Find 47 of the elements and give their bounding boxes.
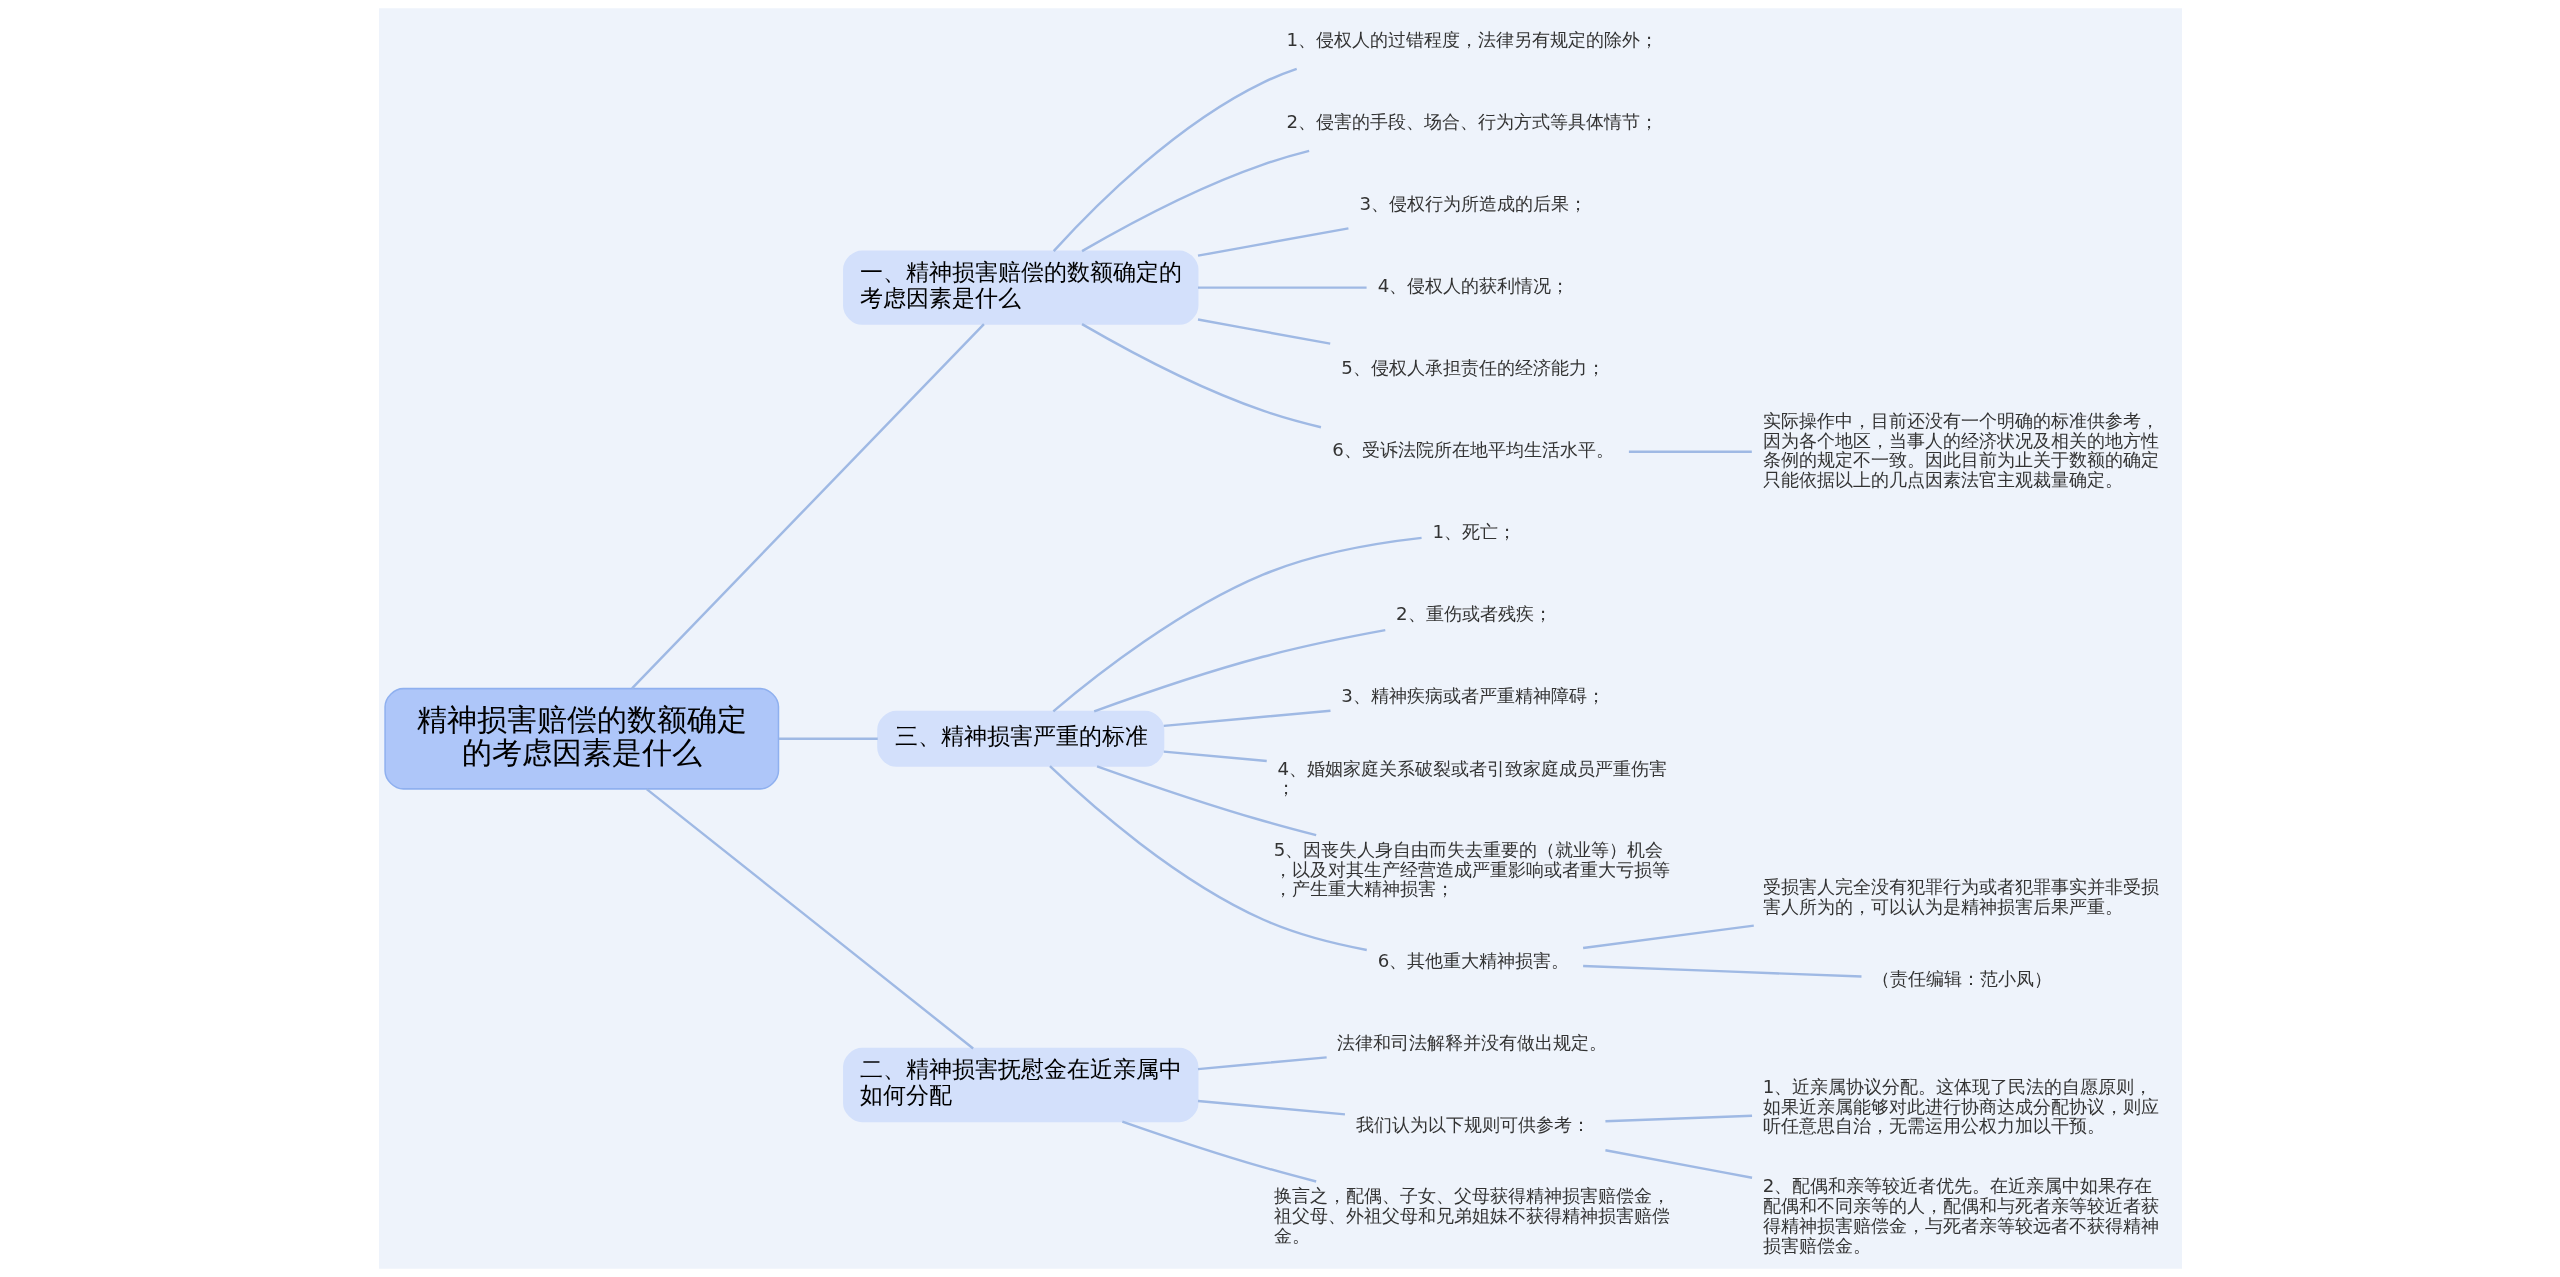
connector (1197, 227, 1349, 257)
node-text: （责任编辑：范小凤） (1871, 967, 2052, 989)
node-text: 6、受诉法院所在地平均生活水平。 (1331, 439, 1614, 461)
node-text: 4、婚姻家庭关系破裂或者引致家庭成员严重伤害； (1276, 757, 1667, 799)
node-text: 5、侵权人承担责任的经济能力； (1340, 357, 1605, 379)
connector (1628, 450, 1752, 453)
connector (1163, 750, 1267, 763)
node-text: 2、侵害的手段、场合、行为方式等具体情节； (1286, 111, 1658, 133)
node-text: 2、重伤或者残疾； (1395, 603, 1552, 625)
node-text: 我们认为以下规则可供参考： (1355, 1113, 1590, 1135)
connector (1604, 1114, 1752, 1123)
connector (1197, 286, 1367, 289)
node-text: 换言之，配偶、子女、父母获得精神损害赔偿金，祖父母、外祖父母和兄弟姐妹不获得精神损害赔偿金。 (1273, 1185, 1670, 1246)
connector (1048, 765, 1367, 952)
node-box: 一、精神损害赔偿的数额确定的考虑因素是什么 (842, 250, 1198, 325)
connector (645, 788, 974, 1050)
connector (1197, 318, 1330, 345)
node-box: 二、精神损害抚慰金在近亲属中如何分配 (842, 1047, 1198, 1123)
node-text: 受损害人完全没有犯罪行为或者犯罪事实并非受损害人所为的，可以认为是精神损害后果严重。 (1762, 876, 2159, 917)
connector (1197, 1056, 1327, 1071)
connector (1163, 709, 1331, 728)
connector (1096, 765, 1316, 837)
node-text: 3、精神疾病或者严重精神障碍； (1340, 685, 1605, 707)
node-text: 1、死亡； (1431, 521, 1516, 543)
node-text: 5、因丧失人身自由而失去重要的（就业等）机会，以及对其生产经营造成严重影响或者重大亏损等，产生重大精神损害； (1273, 838, 1670, 900)
node-text: 1、侵权人的过错程度，法律另有规定的除外； (1286, 29, 1658, 51)
connector (1052, 67, 1297, 252)
connector (1197, 1099, 1345, 1116)
connector (1052, 536, 1422, 713)
node-box: 精神损害赔偿的数额确定的考虑因素是什么 (383, 687, 779, 790)
node-text: 实际操作中，目前还没有一个明确的标准供参考，因为各个地区，当事人的经济状况及相关的地方性条例的规定不一致。因此目前为止关于数额的确定只能依据以上的几点因素法官主观裁量确定。 (1762, 409, 2159, 490)
connector (630, 323, 985, 690)
node-text: 3、侵权行为所造成的后果； (1358, 193, 1587, 215)
connector (1121, 1120, 1316, 1183)
connector (1080, 323, 1321, 429)
connector (1093, 628, 1385, 713)
node-text: 2、配偶和亲等较近者优先。在近亲属中如果存在配偶和不同亲等的人，配偶和与死者亲等较近者获得精神损害赔偿金，与死者亲等较远者不获得精神损害赔偿金。 (1762, 1175, 2159, 1256)
node-text: 1、近亲属协议分配。这体现了民法的自愿原则，如果近亲属能够对此进行协商达成分配协议，则应听任意思自治，无需运用公权力加以干预。 (1762, 1075, 2159, 1137)
node-text: 6、其他重大精神损害。 (1377, 949, 1569, 971)
connector (1604, 1149, 1752, 1179)
connector (778, 737, 878, 740)
node-text: 4、侵权人的获利情况； (1377, 275, 1569, 297)
connector (1582, 964, 1862, 978)
node-text: 法律和司法解释并没有做出规定。 (1336, 1031, 1607, 1053)
node-box: 三、精神损害严重的标准 (876, 710, 1164, 767)
connector (1080, 149, 1309, 253)
connector (1582, 924, 1754, 950)
